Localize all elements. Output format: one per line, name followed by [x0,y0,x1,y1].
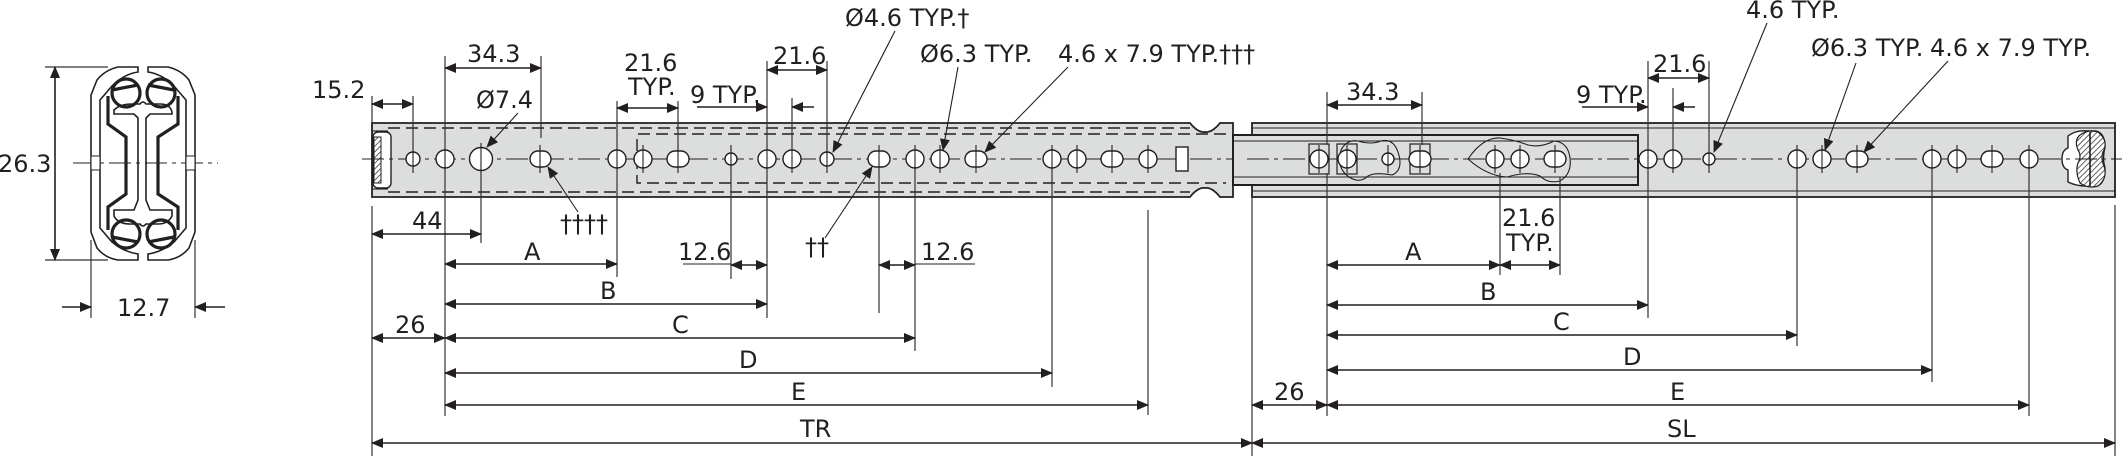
hole-46-callout: Ø4.6 TYP.† [845,4,969,32]
height-label: 26.3 [0,150,51,178]
ext-dim-b-label: B [1480,278,1496,306]
ext-slot-callout: 4.6 x 7.9 TYP. [1930,34,2091,62]
ext-hole-63-callout: Ø6.3 TYP. [1811,34,1923,62]
hole-63-callout: Ø6.3 TYP. [920,40,1032,68]
ext-dim-e-label: E [1670,378,1685,406]
hole-74-callout: Ø7.4 [476,86,533,114]
slot-callout: 4.6 x 7.9 TYP.††† [1058,40,1255,68]
ext-hole-46-callout: 4.6 TYP. [1746,0,1839,24]
closed-rail-body [371,122,1234,198]
pitch-right-label: 21.6 [773,42,826,70]
ext-start-26-label: 26 [1274,378,1305,406]
ext-pitch-typ-value: 21.6 [1502,204,1555,232]
cross-section-view: 26.3 12.7 [0,66,225,322]
ext-dim-a-label: A [1405,238,1422,266]
ball-cage [1467,137,1571,183]
width-label: 12.7 [117,294,170,322]
note-2-callout: †† [805,233,829,261]
overall-tr-label: TR [799,415,831,443]
overall-sl-label: SL [1667,415,1696,443]
pitch-typ-suffix: TYP. [627,73,676,101]
ext-pitch-typ-suffix: TYP. [1505,229,1554,257]
pitch-typ-value: 21.6 [624,49,677,77]
dim-a-label: A [524,238,541,266]
dim-c-label: C [672,311,689,339]
offset-typ-label: 9 TYP. [690,81,761,109]
ball-bearing-icon [110,77,142,109]
ball-cage [1339,139,1401,181]
ext-dim-d-label: D [1623,343,1641,371]
inner-channel [113,101,173,227]
ball-bearing-icon [145,218,177,250]
slot-pitch-label: 34.3 [467,40,520,68]
offset-126-left: 12.6 [678,238,731,266]
ext-pitch-right-label: 21.6 [1653,50,1706,78]
dim-d-label: D [739,346,757,374]
offset-126-right: 12.6 [921,238,974,266]
extended-rail-view: 34.3 9 TYP. 21.6 4.6 TYP. Ø6.3 TYP. 4.6 … [1232,0,2122,456]
extended-rail-holes [1309,149,2039,169]
start-26-label: 26 [395,311,426,339]
ball-bearing-icon [110,218,142,250]
start-offset-label: 15.2 [312,76,365,104]
dim-e-label: E [791,378,806,406]
ball-bearing-icon [145,77,177,109]
closed-rail-view: 15.2 34.3 21.6 TYP. 9 TYP. 21.6 Ø7.4 †††… [312,4,1255,456]
first-offset-label: 44 [412,207,443,235]
ext-offset-typ-label: 9 TYP. [1576,81,1647,109]
inner-member [106,96,180,230]
note-4-callout: †††† [560,210,608,238]
ext-slot-pitch-label: 34.3 [1346,78,1399,106]
ext-dim-c-label: C [1553,308,1570,336]
dim-b-label: B [600,277,616,305]
